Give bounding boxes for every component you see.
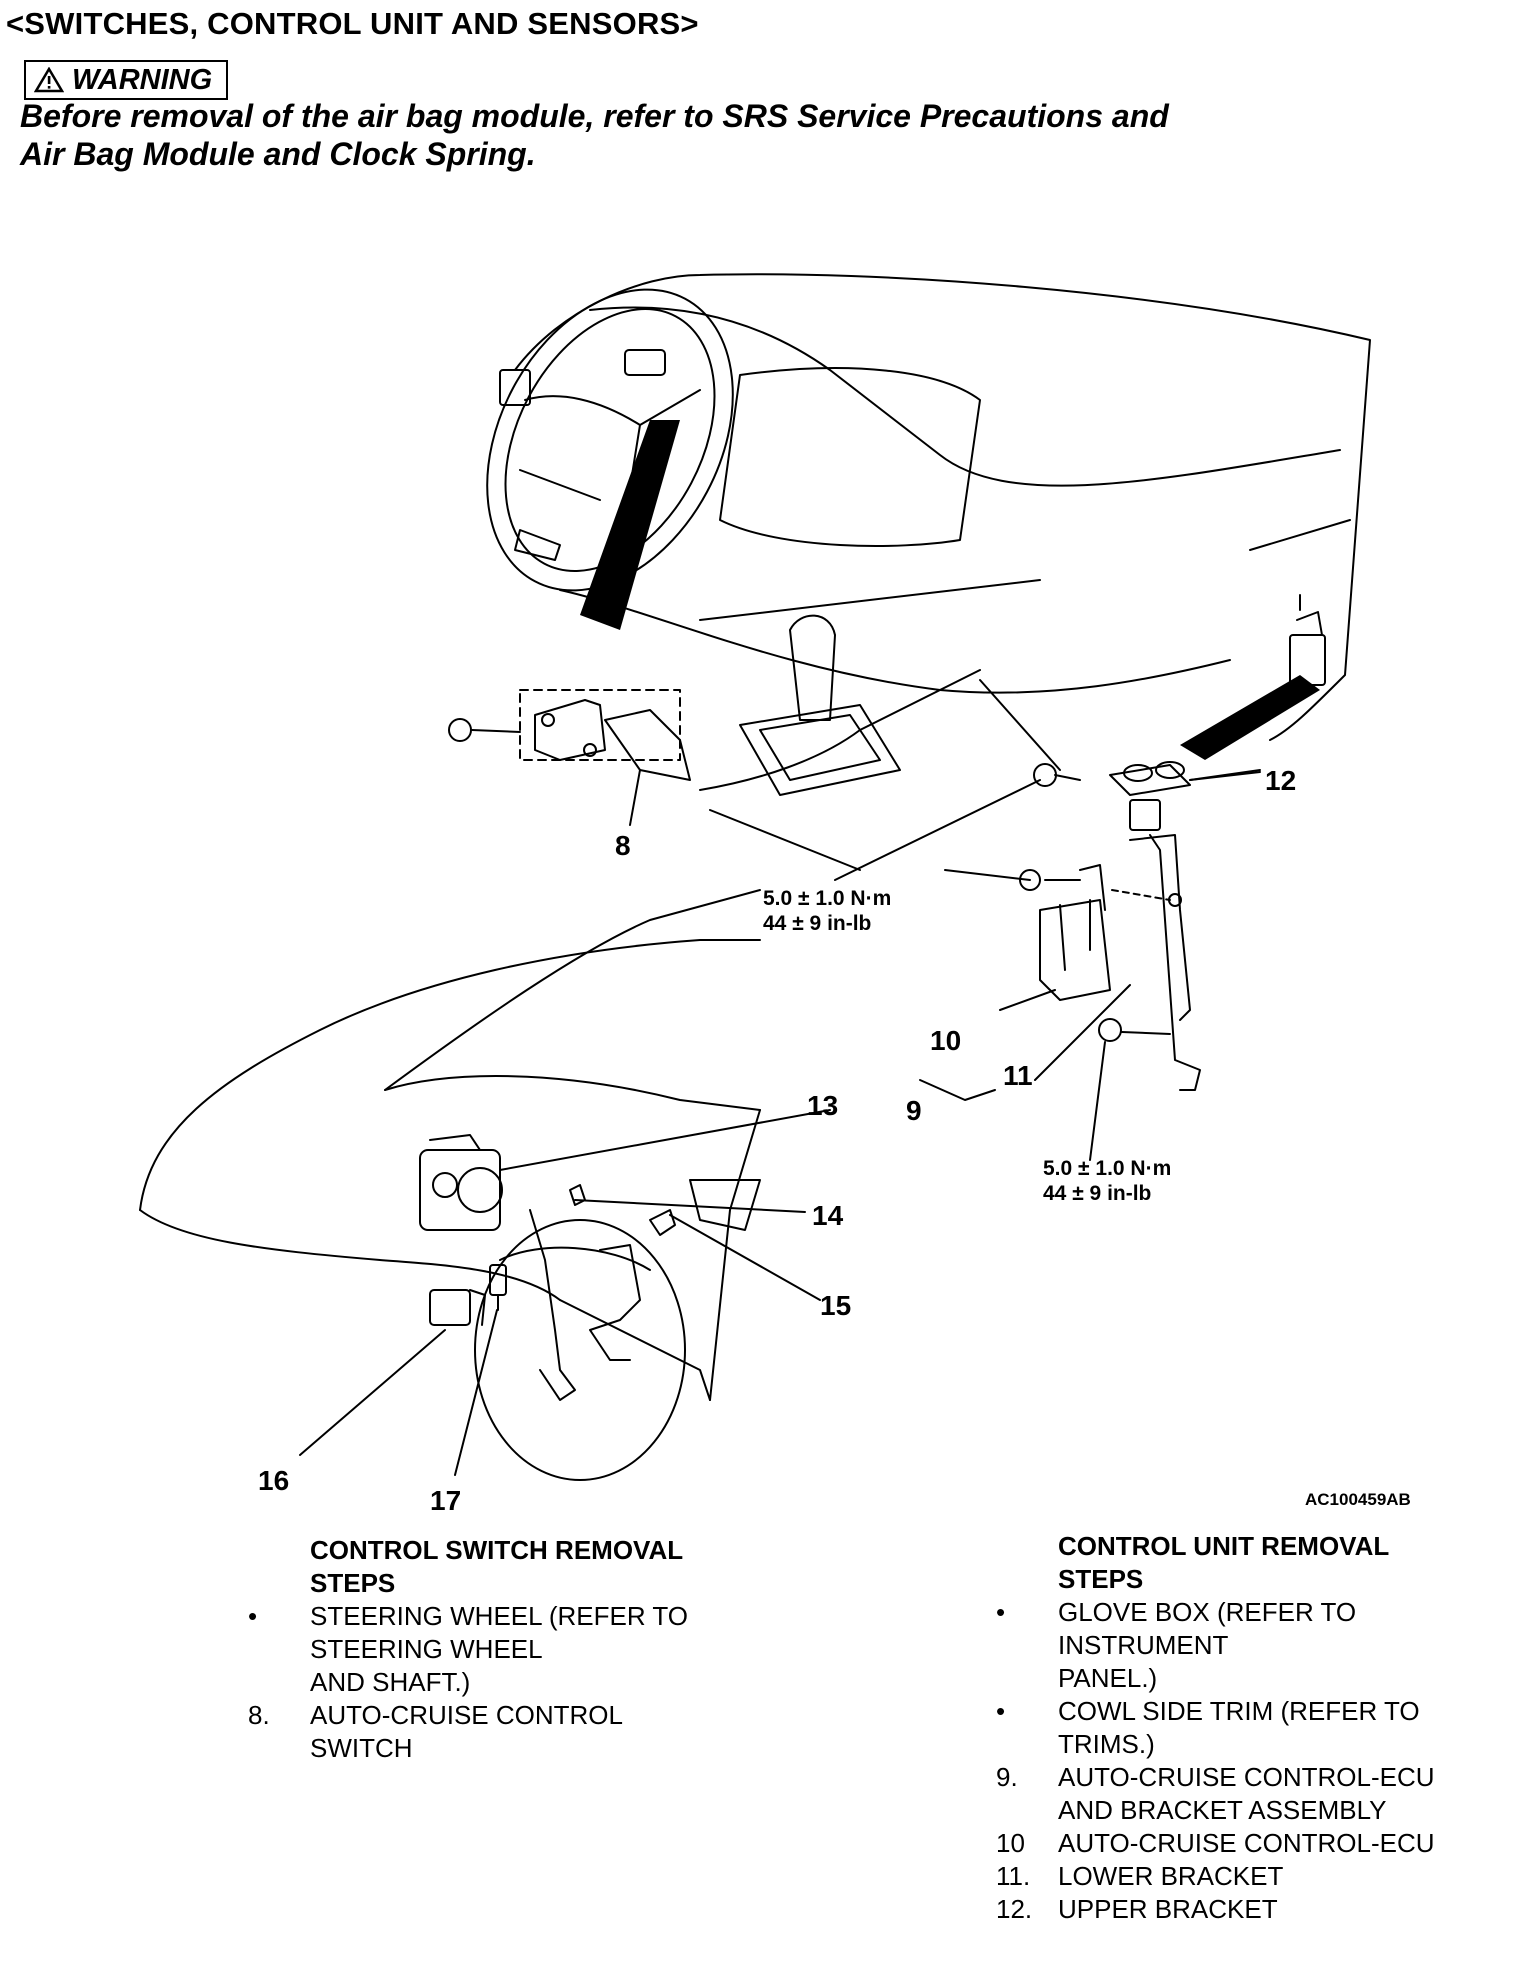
step-text: LOWER BRACKET [1058,1861,1284,1891]
step-marker: • [996,1597,1006,1627]
step-text: STEERING WHEEL (REFER TO STEERING WHEEL … [310,1601,689,1697]
step-text: GLOVE BOX (REFER TO INSTRUMENT PANEL.) [1058,1597,1357,1693]
pointer-arrow-switch [580,420,680,630]
pointer-arrow-ecu [1180,675,1320,760]
torque-spec-upper-line2: 44 ± 9 in-lb [763,912,871,935]
step-text: COWL SIDE TRIM (REFER TO TRIMS.) [1058,1696,1420,1759]
step-marker: 9. [996,1762,1018,1792]
callout-15: 15 [820,1290,851,1321]
dashboard-illustration [514,273,1371,871]
step-marker: • [996,1696,1006,1726]
control-switch-heading: CONTROL SWITCH REMOVAL STEPS [310,1535,684,1598]
callout-17: 17 [430,1485,461,1510]
callout-12: 12 [1265,765,1296,796]
warning-label: WARNING [72,63,213,96]
warning-triangle-icon [34,67,64,93]
underhood-parts-illustration [419,1134,676,1401]
figure-id: AC100459AB [1305,1490,1411,1509]
warning-box: WARNING [24,60,229,100]
page-title: <SWITCHES, CONTROL UNIT AND SENSORS> [6,6,699,41]
callout-13: 13 [807,1090,838,1121]
step-text: AUTO-CRUISE CONTROL-ECU AND BRACKET ASSE… [1058,1762,1435,1825]
vehicle-front-illustration [139,889,761,1481]
callout-8: 8 [615,830,631,861]
torque-spec-upper-line1: 5.0 ± 1.0 N·m [763,887,891,910]
warning-text-line1: Before removal of the air bag module, re… [20,98,1169,134]
ecu-bracket-illustration [1019,761,1261,1091]
step-marker: 10 [996,1828,1025,1858]
callout-16: 16 [258,1465,289,1496]
control-switch-steps: CONTROL SWITCH REMOVAL STEPS • STEERING W… [248,1534,808,1765]
step-marker: 8. [248,1700,270,1730]
part-8-switch-illustration [448,689,691,826]
step-text: AUTO-CRUISE CONTROL SWITCH [310,1700,623,1763]
leader-lines [299,771,1261,1476]
callout-11: 11 [1003,1060,1033,1091]
torque-spec-lower-line1: 5.0 ± 1.0 N·m [1043,1157,1171,1180]
control-unit-heading: CONTROL UNIT REMOVAL STEPS [1058,1531,1390,1594]
step-text: UPPER BRACKET [1058,1894,1278,1924]
callout-9: 9 [906,1095,922,1126]
step-marker: 11. [996,1861,1031,1891]
callout-10: 10 [930,1025,961,1056]
component-location-diagram: 8 9 10 11 12 13 14 15 16 17 5.0 ± 1.0 N·… [139,273,1411,1510]
torque-spec-lower-line2: 44 ± 9 in-lb [1043,1182,1151,1205]
step-marker: 12. [996,1894,1033,1924]
callout-14: 14 [812,1200,844,1231]
step-marker: • [248,1601,258,1631]
steering-wheel-illustration [486,288,734,592]
warning-text-line2: Air Bag Module and Clock Spring. [20,136,536,172]
shift-lever-illustration [739,614,901,796]
control-unit-steps: CONTROL UNIT REMOVAL STEPS • GLOVE BOX (R… [996,1530,1516,1926]
step-text: AUTO-CRUISE CONTROL-ECU [1058,1828,1435,1858]
